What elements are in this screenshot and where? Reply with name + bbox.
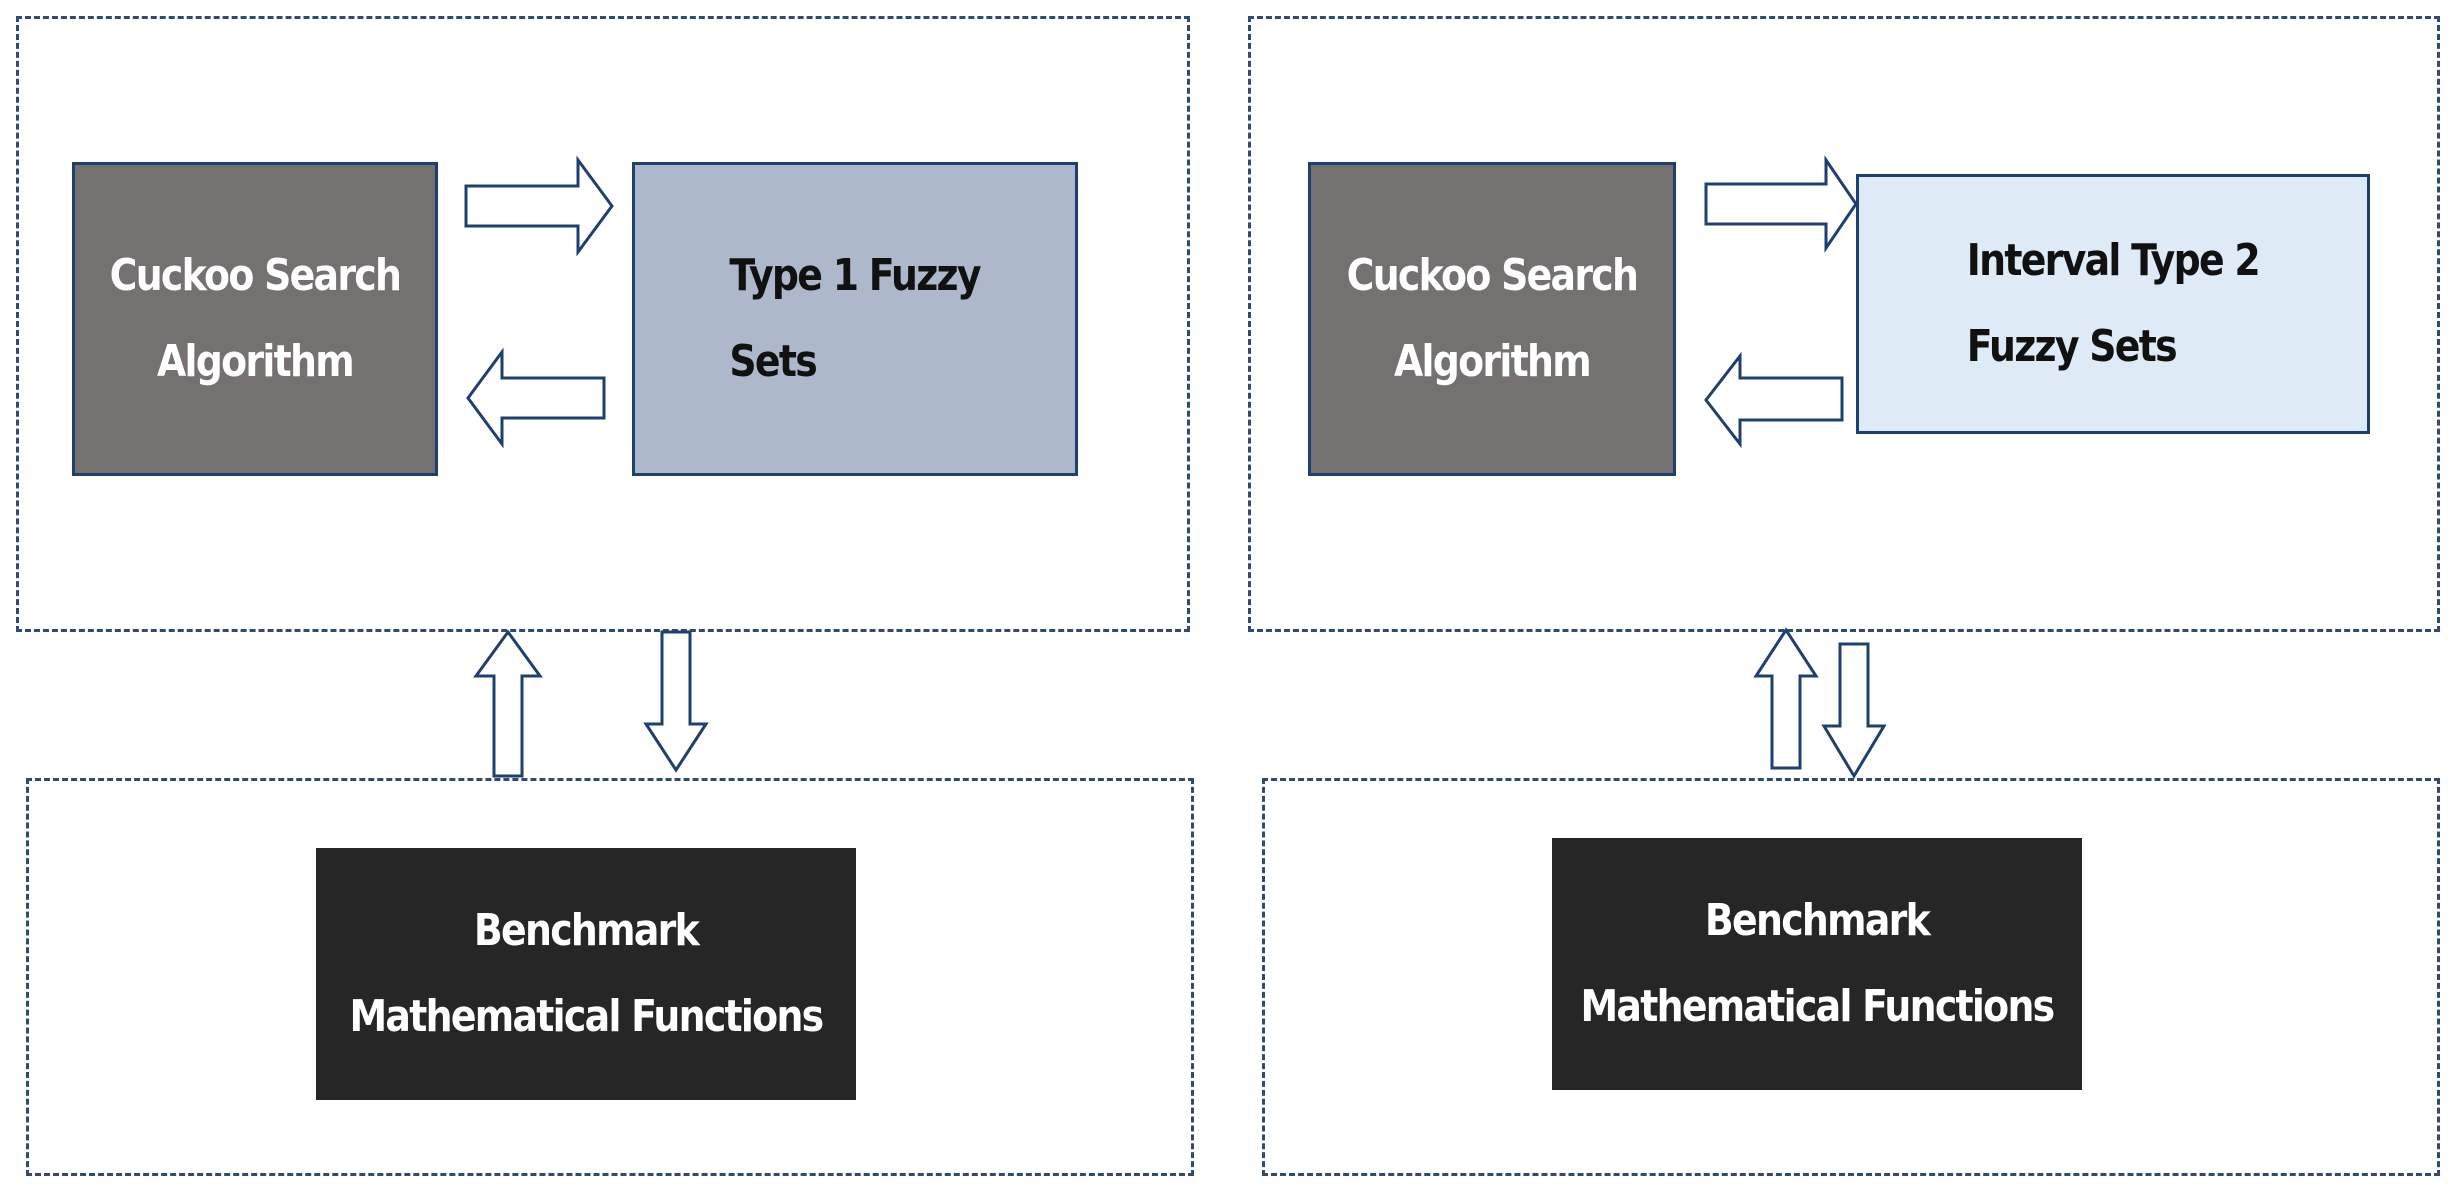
interval-type2-fuzzy-sets-box: Interval Type 2 Fuzzy Sets xyxy=(1856,174,2370,434)
type2-label-line2: Fuzzy Sets xyxy=(1966,321,2178,372)
type1-label-line1: Type 1 Fuzzy xyxy=(729,250,982,301)
left-left-arrow-icon xyxy=(466,347,606,449)
right-down-arrow-icon xyxy=(1821,642,1887,779)
left-benchmark-label-line2: Mathematical Functions xyxy=(349,991,825,1042)
right-benchmark-box: Benchmark Mathematical Functions xyxy=(1552,838,2082,1090)
left-upper-frame xyxy=(16,16,1190,632)
right-left-arrow-icon xyxy=(1704,351,1844,449)
left-up-arrow-icon xyxy=(473,629,543,778)
left-lower-frame xyxy=(26,778,1194,1176)
left-benchmark-label-line1: Benchmark xyxy=(473,905,700,956)
left-cuckoo-label-line2: Algorithm xyxy=(157,336,355,387)
type2-label-line1: Interval Type 2 xyxy=(1966,235,2261,286)
right-right-arrow-icon xyxy=(1704,155,1858,253)
left-benchmark-box: Benchmark Mathematical Functions xyxy=(316,848,856,1100)
right-upper-frame xyxy=(1248,16,2440,632)
type1-label-line2: Sets xyxy=(729,336,818,387)
left-cuckoo-label-line1: Cuckoo Search xyxy=(109,250,402,301)
type1-fuzzy-sets-box: Type 1 Fuzzy Sets xyxy=(632,162,1078,476)
left-down-arrow-icon xyxy=(643,630,709,773)
left-cuckoo-search-box: Cuckoo Search Algorithm xyxy=(72,162,438,476)
left-right-arrow-icon xyxy=(464,155,614,257)
right-cuckoo-search-box: Cuckoo Search Algorithm xyxy=(1308,162,1676,476)
right-cuckoo-label-line2: Algorithm xyxy=(1394,336,1592,387)
right-up-arrow-icon xyxy=(1753,627,1819,770)
right-cuckoo-label-line1: Cuckoo Search xyxy=(1346,250,1639,301)
right-benchmark-label-line2: Mathematical Functions xyxy=(1580,981,2056,1032)
right-benchmark-label-line1: Benchmark xyxy=(1704,895,1931,946)
right-lower-frame xyxy=(1262,778,2440,1176)
